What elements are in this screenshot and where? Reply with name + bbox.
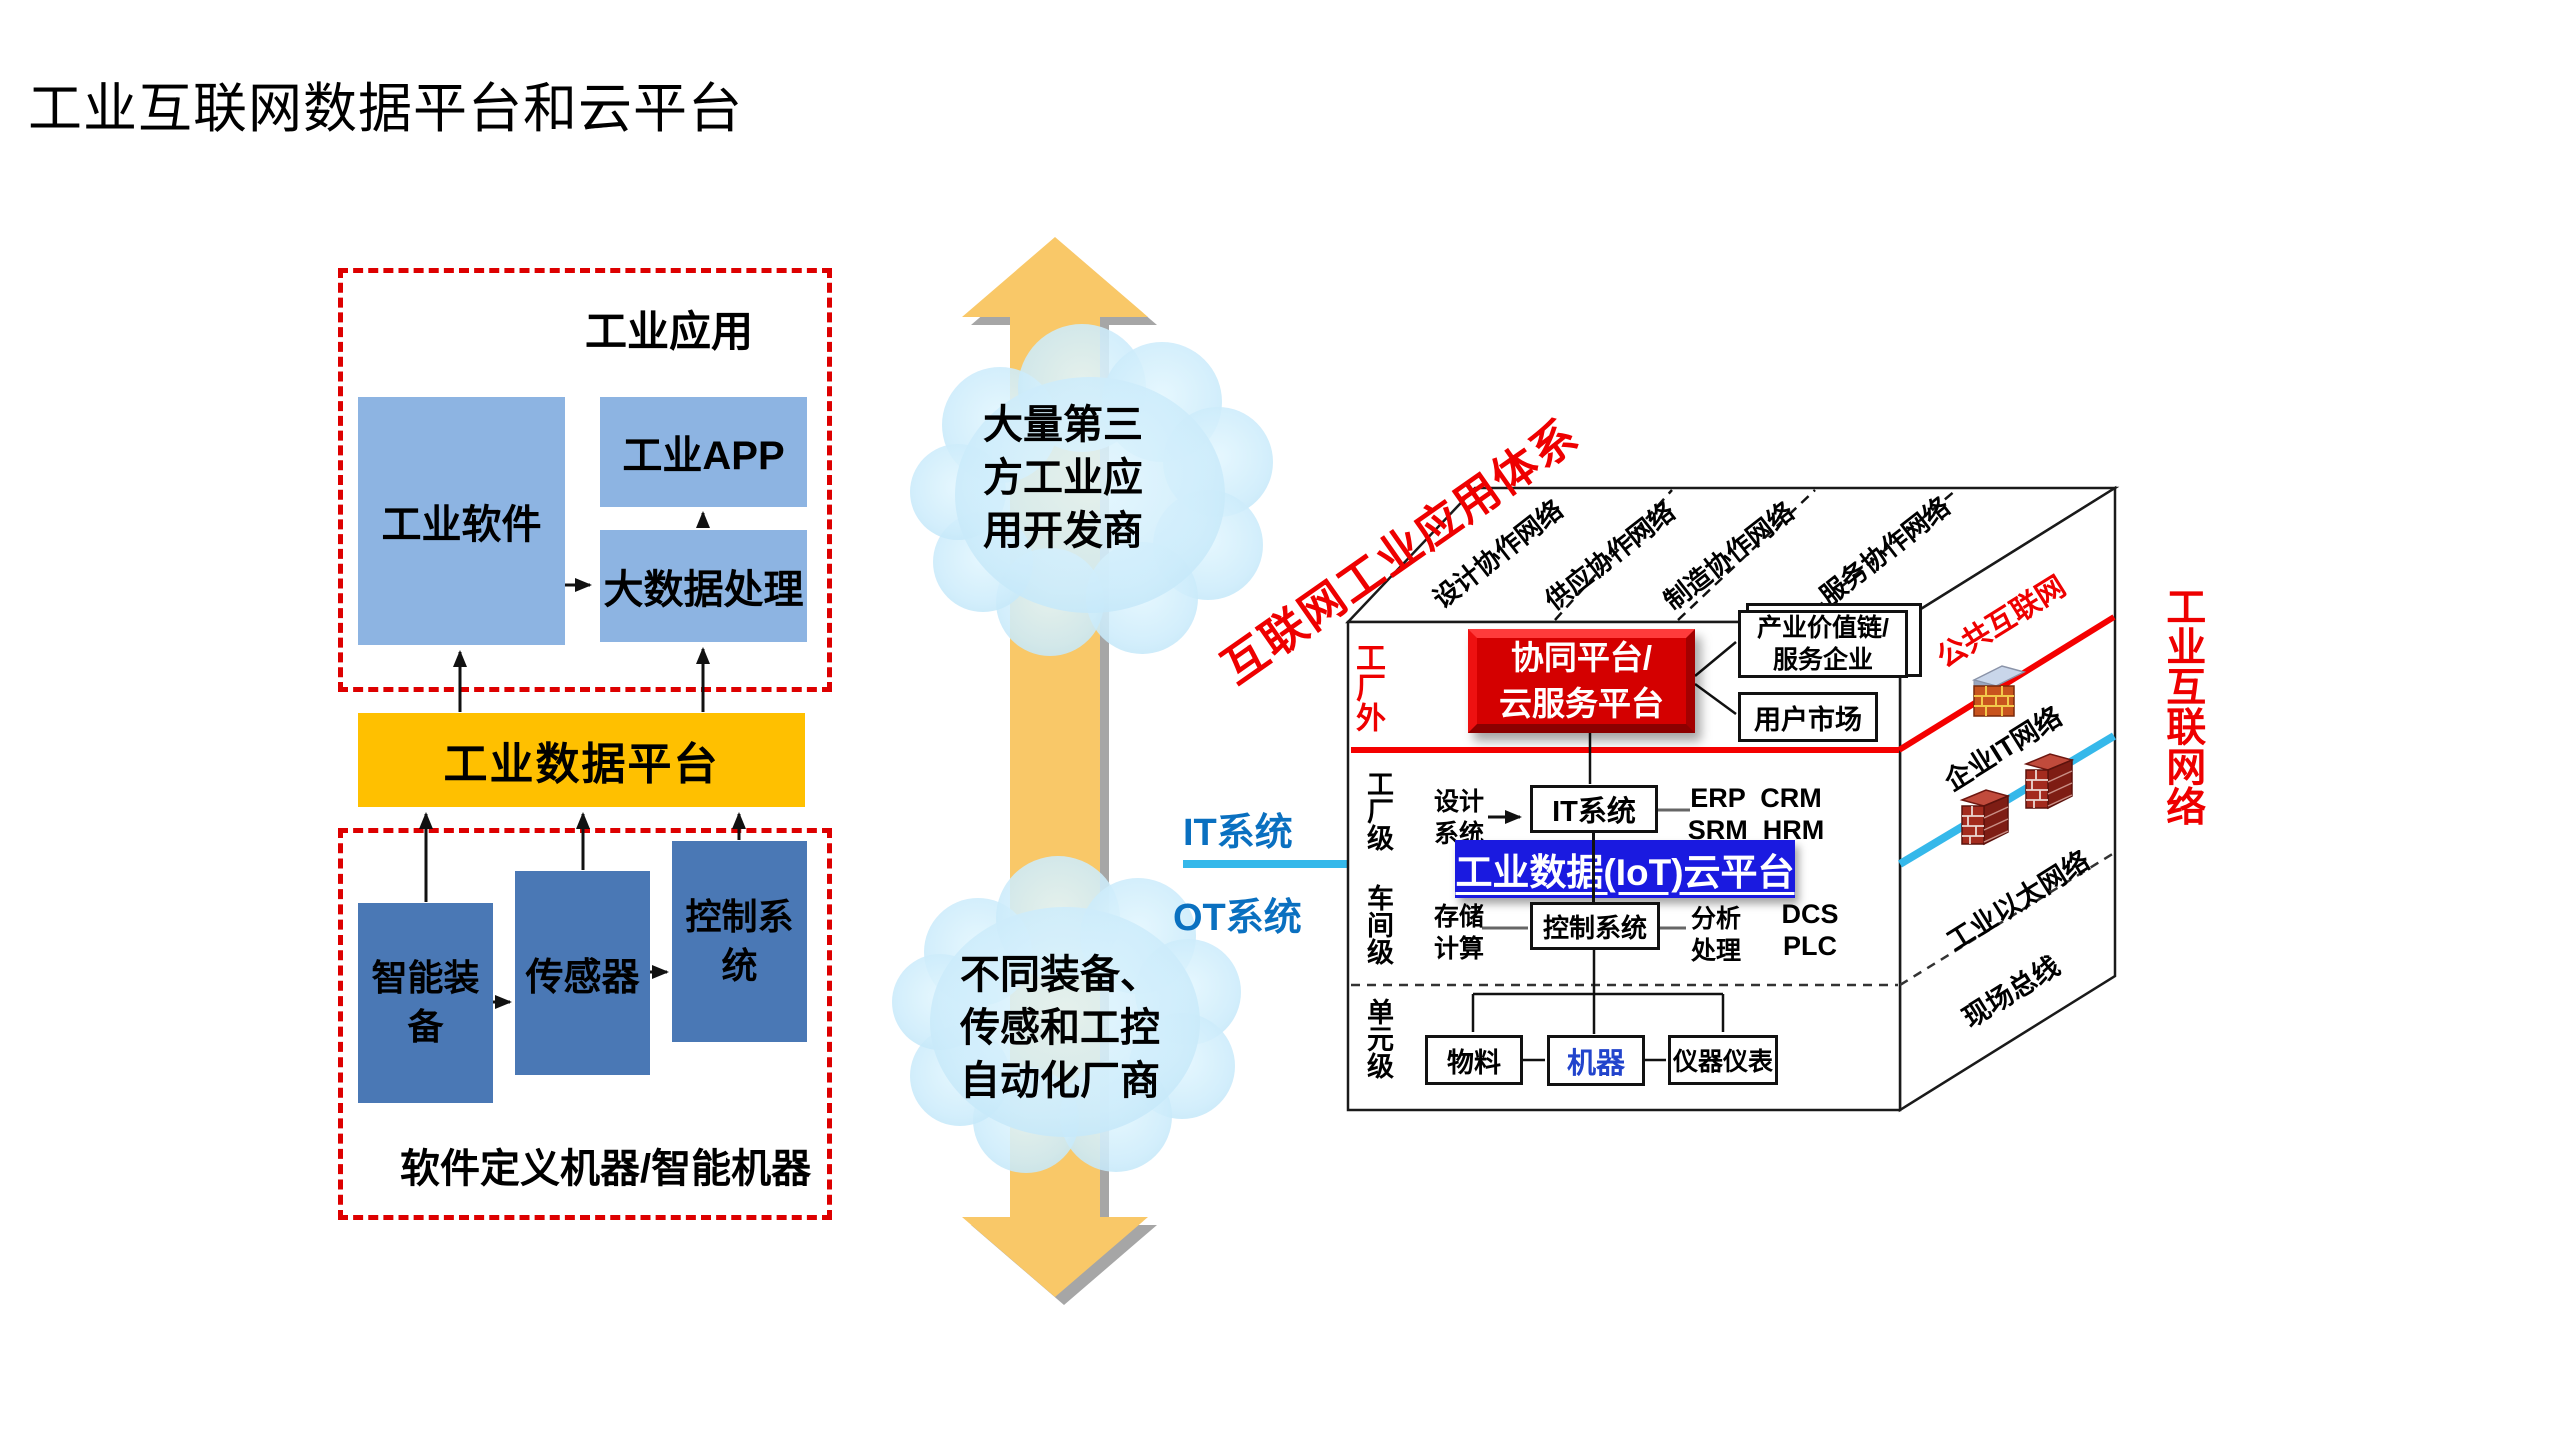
smart-equipment-box: 智能装 备 — [358, 903, 493, 1103]
top-cloud — [910, 324, 1273, 656]
sensor-box: 传感器 — [515, 871, 650, 1075]
device-section — [338, 828, 832, 1220]
cube-connectors — [1471, 641, 1737, 1062]
instrument-box: 仪器仪表 — [1668, 1035, 1778, 1085]
unit-level-divider — [1351, 851, 2115, 987]
public-internet-line — [1351, 614, 2116, 753]
storage-compute-label: 存储 计算 — [1433, 902, 1484, 964]
industrial-data-platform-box: 工业数据平台 — [358, 713, 805, 807]
bigdata-processing-box: 大数据处理 — [600, 530, 807, 642]
analysis-processing-label: 分析 处理 — [1690, 904, 1741, 966]
collab-cloud-platform-box: 协同平台/ 云服务平台 — [1468, 629, 1695, 733]
it-system-label: IT系统 — [1183, 812, 1293, 854]
industrial-internet-network-title: 工业互联网络 — [2160, 586, 2205, 826]
top-cloud-caption: 大量第三 方工业应 用开发商 — [983, 402, 1143, 553]
it-to-control-connector — [1592, 833, 1595, 903]
firewall-enterprise-1 — [2025, 753, 2073, 809]
industrial-app-box: 工业APP — [600, 397, 807, 507]
machine-box: 机器 — [1547, 1035, 1645, 1086]
control-system-box: 控制系 统 — [672, 841, 807, 1042]
material-box: 物料 — [1425, 1035, 1523, 1085]
control-system-cube-box: 控制系统 — [1530, 902, 1660, 950]
industrial-app-section — [338, 268, 832, 692]
level-outside-factory: 工厂外 — [1351, 642, 1384, 732]
iot-cloud-platform-box: 工业数据(IoT)云平台 — [1455, 840, 1795, 898]
industrial-software-box: 工业软件 — [358, 397, 565, 645]
top-face-separators — [1554, 489, 1957, 621]
user-market-box: 用户市场 — [1738, 692, 1878, 742]
level-workshop: 车间级 — [1363, 884, 1393, 965]
software-defined-machine-label: 软件定义机器/智能机器 — [400, 1147, 812, 1191]
iot-cloud-platform-label: 工业数据(IoT)云平台 — [1455, 852, 1795, 893]
bottom-cloud-caption: 不同装备、 传感和工控 自动化厂商 — [960, 952, 1160, 1103]
flow-arrows — [419, 511, 746, 1009]
page-title: 工业互联网数据平台和云平台 — [28, 79, 743, 139]
firewall-enterprise-2 — [1961, 789, 2009, 845]
dcs-plc-label: DCS PLC — [1781, 898, 1839, 961]
level-unit: 单元级 — [1363, 998, 1393, 1079]
ot-system-label: OT系统 — [1173, 897, 1302, 939]
updown-arrow — [962, 237, 1148, 1297]
it-system-box: IT系统 — [1530, 785, 1658, 833]
level-factory: 工厂级 — [1363, 770, 1393, 851]
cube-side-ticks — [1482, 808, 1690, 930]
value-chain-box: 产业价值链/ 服务企业 — [1738, 610, 1908, 678]
industrial-app-label: 工业应用 — [585, 308, 754, 355]
bottom-cloud — [892, 856, 1241, 1173]
erp-crm-srm-hrm-label: ERP CRM SRM HRM — [1687, 782, 1825, 845]
